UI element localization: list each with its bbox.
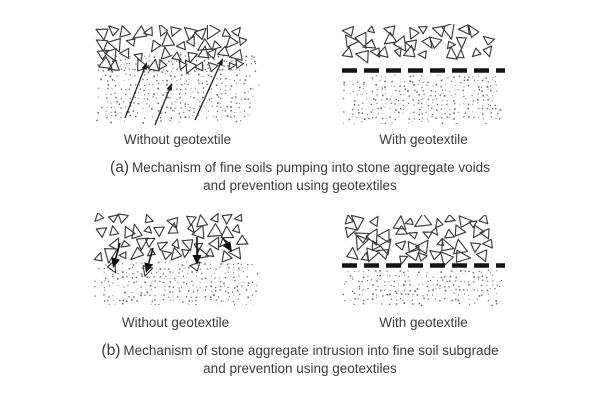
fine-soil-dots: [94, 261, 258, 305]
pumping-arrows: [124, 58, 223, 125]
caption-a-line1: (a)Mechanism of fine soils pumping into …: [0, 159, 600, 177]
stone-aggregate-triangles: [95, 25, 248, 74]
upward-pumping-arrow: [124, 62, 147, 119]
stone-aggregate-triangles: [344, 215, 494, 267]
diagram-b-with-geotextile: [342, 215, 505, 307]
fine-soil-dots: [96, 53, 260, 124]
caption-b-line2: and prevention using geotextiles: [203, 360, 397, 376]
downward-intrusion-arrow: [192, 237, 202, 265]
upward-pumping-arrow: [154, 83, 172, 125]
stone-aggregate-triangles: [93, 213, 249, 277]
fine-soil-dots: [342, 74, 502, 124]
caption-b: (b)Mechanism of stone aggregate intrusio…: [0, 342, 600, 377]
caption-a-marker: (a): [110, 159, 129, 176]
panel-label-a-with: With geotextile: [379, 132, 468, 147]
intrusion-arrows: [111, 237, 232, 273]
caption-b-marker: (b): [101, 342, 121, 359]
diagram-a-without-geotextile: [95, 25, 260, 125]
fine-soil-dots: [342, 269, 503, 307]
caption-a-text: Mechanism of fine soils pumping into sto…: [131, 160, 490, 175]
caption-a-line2: and prevention using geotextiles: [203, 177, 397, 193]
downward-intrusion-arrow: [111, 242, 121, 268]
stone-aggregate-triangles: [341, 24, 496, 64]
downward-intrusion-arrow: [144, 247, 154, 273]
caption-a: (a)Mechanism of fine soils pumping into …: [0, 159, 600, 194]
caption-b-text: Mechanism of stone aggregate intrusion i…: [123, 343, 499, 358]
downward-intrusion-arrow: [222, 237, 232, 252]
caption-b-line1: (b)Mechanism of stone aggregate intrusio…: [0, 342, 600, 360]
panel-label-b-with: With geotextile: [379, 315, 468, 330]
upward-pumping-arrow: [194, 58, 223, 121]
panel-label-b-without: Without geotextile: [121, 315, 230, 330]
diagram-b-without-geotextile: [93, 213, 258, 305]
panel-label-a-without: Without geotextile: [123, 132, 232, 147]
diagram-a-with-geotextile: [341, 24, 505, 124]
